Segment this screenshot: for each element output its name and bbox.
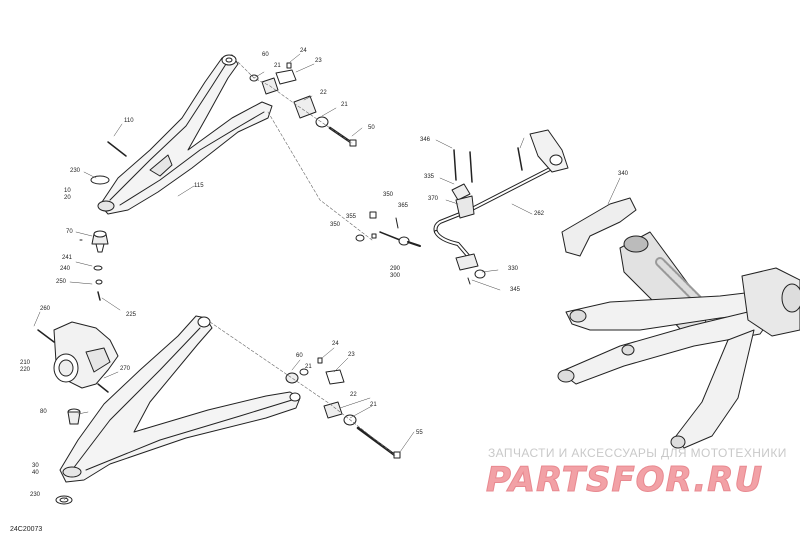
ball-joint-stack — [79, 141, 127, 301]
callout-345: 345 — [510, 287, 521, 293]
callout-115: 115 — [194, 183, 204, 189]
lower-bushing-hardware — [285, 357, 401, 459]
callout-60: 60 — [296, 353, 303, 359]
callout-240: 240 — [60, 266, 71, 272]
callout-60: 60 — [262, 52, 269, 58]
callout-22: 22 — [350, 392, 357, 398]
callout-300: 300 — [390, 273, 401, 279]
callout-21: 21 — [305, 364, 312, 370]
callout-21: 21 — [370, 402, 377, 408]
callout-210: 210 — [20, 360, 31, 366]
callout-21: 21 — [274, 63, 281, 69]
callout-22: 22 — [320, 90, 327, 96]
callout-225: 225 — [126, 312, 137, 318]
upper-a-arm — [97, 54, 273, 215]
sway-bar-link — [355, 211, 421, 247]
callout-80: 80 — [40, 409, 47, 415]
callout-40: 40 — [32, 470, 39, 476]
watermark-tagline: ЗАПЧАСТИ И АКСЕССУАРЫ ДЛЯ МОТОТЕХНИКИ — [488, 446, 787, 460]
callout-55: 55 — [416, 430, 423, 436]
callout-23: 23 — [315, 58, 322, 64]
callout-241: 241 — [62, 255, 73, 261]
callout-350: 350 — [330, 222, 341, 228]
callout-10: 10 — [64, 188, 71, 194]
knuckle — [37, 321, 119, 393]
leader-lines — [33, 53, 621, 501]
callout-370: 370 — [428, 196, 439, 202]
callout-24: 24 — [300, 48, 307, 54]
callout-262: 262 — [534, 211, 545, 217]
lower-axis-lines — [209, 321, 397, 457]
callout-20: 20 — [64, 195, 71, 201]
callout-24: 24 — [332, 341, 339, 347]
sway-bar — [433, 129, 569, 285]
callout-230: 230 — [70, 168, 81, 174]
callout-346: 346 — [420, 137, 431, 143]
callout-23: 23 — [348, 352, 355, 358]
lower-a-arm — [59, 315, 301, 483]
watermark-brand: PARTSFOR.RU — [485, 460, 764, 501]
callout-330: 330 — [508, 266, 519, 272]
callout-290: 290 — [390, 266, 401, 272]
callout-270: 270 — [120, 366, 131, 372]
callout-335: 335 — [424, 174, 435, 180]
upper-axis-lines — [237, 61, 373, 241]
callout-230: 230 — [30, 492, 41, 498]
callout-70: 70 — [66, 229, 73, 235]
callout-30: 30 — [32, 463, 39, 469]
callout-110: 110 — [124, 118, 134, 124]
callout-355: 355 — [346, 214, 357, 220]
callout-340: 340 — [618, 171, 629, 177]
callout-350: 350 — [383, 192, 394, 198]
rear-shock-assembly — [557, 197, 800, 449]
callout-250: 250 — [56, 279, 67, 285]
callout-50: 50 — [368, 125, 375, 131]
callout-365: 365 — [398, 203, 409, 209]
callout-21: 21 — [341, 102, 348, 108]
callout-260: 260 — [40, 306, 51, 312]
callout-220: 220 — [20, 367, 31, 373]
diagram-code: 24C20073 — [10, 526, 43, 533]
